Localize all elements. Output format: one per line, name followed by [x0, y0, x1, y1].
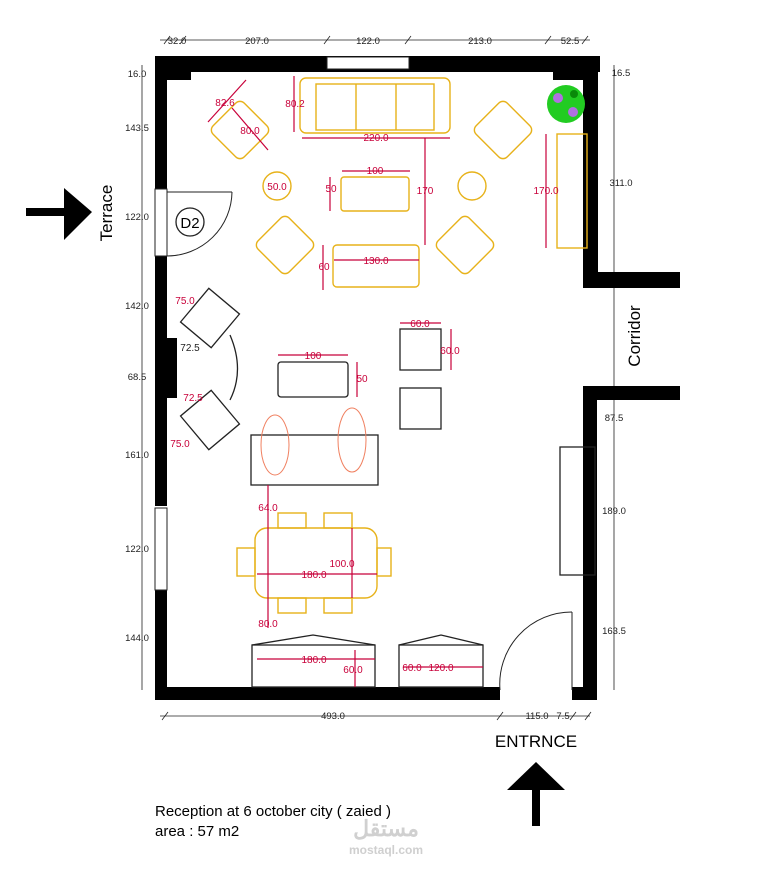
- dim-left: 143.5: [125, 123, 149, 134]
- dim-left: 144.0: [125, 633, 149, 644]
- door-label: D2: [180, 215, 199, 232]
- terrace-label: Terrace: [97, 185, 116, 242]
- door-d2[interactable]: D2: [154, 188, 233, 257]
- furniture-dim: 60: [318, 262, 330, 273]
- furniture-dimensions: 82.6 80.0 80.2 220.0 100 50 170 170.0 50…: [170, 98, 559, 676]
- furniture-dim: 72.5: [183, 393, 203, 404]
- furniture-dim: 80.0: [240, 126, 260, 137]
- console: [556, 133, 588, 249]
- furniture-dim: 180.0: [301, 655, 326, 666]
- furniture-dim: 50: [356, 374, 368, 385]
- dim-bottom: 7.5: [556, 711, 569, 722]
- dim-top: 32.0: [168, 36, 187, 47]
- outer-dimensions: 32.0 207.0 122.0 213.0 52.5 16.0 143.5 1…: [125, 36, 632, 722]
- dim-left: 161.0: [125, 450, 149, 461]
- dim-top: 213.0: [468, 36, 492, 47]
- dimension-lines: [141, 35, 615, 721]
- dim-top: 122.0: [356, 36, 380, 47]
- furniture-dim: 80.2: [285, 99, 305, 110]
- dim-left: 122.0: [125, 544, 149, 555]
- dim-left: 16.0: [128, 69, 147, 80]
- window-top: [326, 56, 410, 70]
- dim-bottom: 493.0: [321, 711, 345, 722]
- corridor-label: Corridor: [625, 305, 644, 367]
- red-dimension-lines: [207, 76, 547, 687]
- furniture-dim: 80.0: [258, 619, 278, 630]
- furniture-dim: 60.0: [410, 319, 430, 330]
- entrance-arrow-icon: [507, 762, 565, 826]
- dim-bottom: 115.0: [525, 711, 548, 722]
- furniture-dim: 75.0: [170, 439, 190, 450]
- bench-130: [332, 244, 420, 288]
- plant-icon: [547, 85, 585, 123]
- terrace-arrow-icon: [26, 188, 92, 240]
- dim-right: 163.5: [602, 626, 626, 637]
- furniture-dim: 75.0: [175, 296, 195, 307]
- furniture-yellow: [210, 77, 588, 614]
- furniture-dim: 60.0: [343, 665, 363, 676]
- furniture-dim: 72.5: [180, 343, 200, 354]
- furniture-black: [179, 287, 596, 688]
- dim-left: 68.5: [128, 372, 147, 383]
- furniture-dim: 60.0: [440, 346, 460, 357]
- sofa-220: [299, 77, 451, 134]
- furniture-dim: 82.6: [215, 98, 235, 109]
- furniture-dim: 120.0: [428, 663, 453, 674]
- furniture-dim: 50.0: [267, 182, 287, 193]
- furniture-dim: 170.0: [533, 186, 558, 197]
- dim-top: 52.5: [561, 36, 580, 47]
- furniture-dim: 100.0: [329, 559, 354, 570]
- furniture-dim: 170: [417, 186, 434, 197]
- caption-title: Reception at 6 october city ( zaied ): [155, 803, 391, 820]
- furniture-dim: 180.0: [301, 570, 326, 581]
- dining-chairs: [236, 512, 392, 614]
- watermark-url: mostaql.com: [349, 843, 423, 857]
- furniture-dim: 100: [367, 166, 384, 177]
- coffee-table: [340, 176, 410, 212]
- dim-right: 87.5: [605, 413, 624, 424]
- furniture-dim: 60.0: [402, 663, 422, 674]
- people-figures: [260, 407, 367, 476]
- armchairs: [210, 100, 533, 275]
- caption-area: area : 57 m2: [155, 823, 239, 840]
- dim-left: 142.0: [125, 301, 149, 312]
- dim-right: 189.0: [602, 506, 626, 517]
- entrance-label: ENTRNCE: [495, 732, 577, 751]
- dim-right: 311.0: [609, 178, 632, 189]
- dim-left: 122.0: [125, 212, 149, 223]
- entrance-door[interactable]: [499, 611, 573, 691]
- furniture-dim: 130.0: [363, 256, 388, 267]
- dining-table: [254, 527, 378, 599]
- window-left: [154, 507, 168, 591]
- watermark-logo: مستقل: [353, 816, 419, 841]
- dim-right: 16.5: [612, 68, 631, 79]
- furniture-dim: 50: [325, 184, 337, 195]
- furniture-dim: 100: [305, 351, 322, 362]
- furniture-dim: 64.0: [258, 503, 278, 514]
- dim-top: 207.0: [245, 36, 269, 47]
- furniture-dim: 220.0: [363, 133, 388, 144]
- walls: [155, 56, 680, 700]
